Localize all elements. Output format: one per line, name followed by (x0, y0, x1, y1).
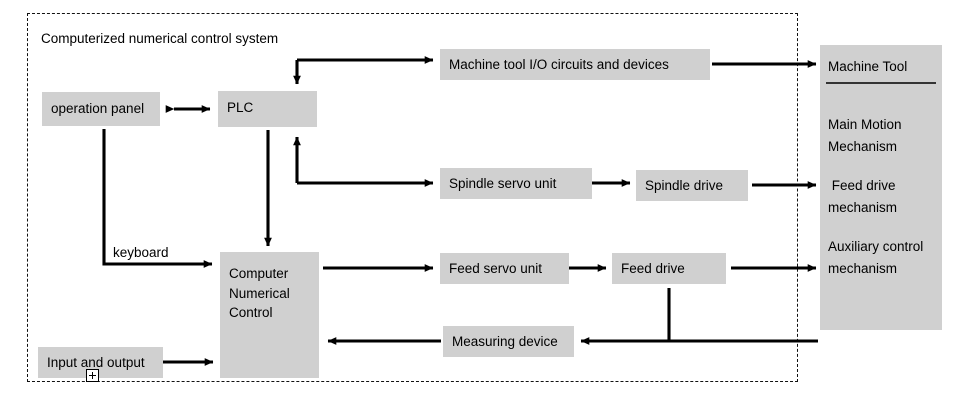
node-plc[interactable]: PLC (218, 91, 317, 127)
node-feed-servo-unit[interactable]: Feed servo unit (440, 253, 569, 284)
node-input-and-output-label: Input and output (47, 354, 145, 370)
machine-tool-item-2-line-2: mechanism (828, 200, 898, 215)
node-operation-panel-label: operation panel (51, 101, 145, 117)
machine-tool-item-1-line-1: Main Motion (828, 117, 902, 132)
machine-tool-item-2-line-1: Feed drive (828, 178, 896, 193)
system-boundary (27, 13, 798, 382)
machine-tool-item-3-line-1: Auxiliary control (828, 239, 924, 254)
machine-tool-item-3-line-2: mechanism (828, 261, 898, 276)
node-machine-tool[interactable]: Machine Tool Main Motion Mechanism Feed … (820, 45, 942, 330)
node-cnc-line-3: Control (229, 305, 273, 321)
node-feed-drive-label: Feed drive (621, 260, 685, 276)
node-cnc-line-2: Numerical (229, 285, 290, 301)
node-operation-panel[interactable]: operation panel (42, 92, 160, 126)
diagram-title: Computerized numerical control system (41, 31, 279, 46)
node-spindle-servo-unit[interactable]: Spindle servo unit (440, 168, 592, 199)
node-spindle-servo-unit-label: Spindle servo unit (449, 175, 557, 191)
resize-handle[interactable] (86, 369, 99, 382)
machine-tool-item-1-line-2: Mechanism (828, 139, 898, 154)
node-plc-label: PLC (227, 100, 254, 115)
edge-label-keyboard: keyboard (113, 245, 169, 260)
node-spindle-drive[interactable]: Spindle drive (636, 170, 748, 201)
node-machine-tool-io[interactable]: Machine tool I/O circuits and devices (440, 49, 710, 80)
machine-tool-divider (826, 82, 936, 84)
node-machine-tool-io-label: Machine tool I/O circuits and devices (449, 56, 669, 72)
node-measuring-device-label: Measuring device (452, 333, 558, 349)
node-feed-drive[interactable]: Feed drive (612, 253, 726, 284)
node-spindle-drive-label: Spindle drive (645, 177, 724, 193)
node-cnc[interactable]: Computer Numerical Control (220, 252, 319, 378)
machine-tool-heading: Machine Tool (828, 59, 908, 74)
node-input-and-output[interactable]: Input and output (38, 347, 163, 378)
node-feed-servo-unit-label: Feed servo unit (449, 260, 543, 276)
node-measuring-device[interactable]: Measuring device (443, 326, 574, 357)
edge-operation-panel-cnc-keyboard (102, 129, 213, 268)
node-cnc-line-1: Computer (229, 266, 289, 281)
